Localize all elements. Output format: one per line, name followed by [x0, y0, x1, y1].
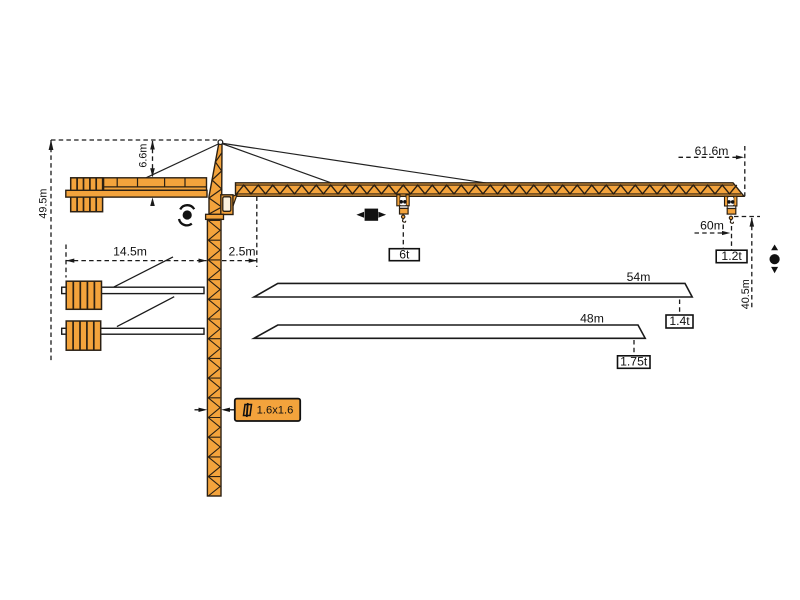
- svg-text:1.75t: 1.75t: [620, 355, 648, 369]
- svg-text:14.5m: 14.5m: [113, 245, 147, 259]
- svg-text:54m: 54m: [627, 270, 651, 284]
- svg-text:61.6m: 61.6m: [695, 144, 729, 158]
- svg-text:6.6m: 6.6m: [138, 144, 150, 168]
- svg-text:48m: 48m: [580, 312, 604, 326]
- svg-text:6t: 6t: [399, 247, 410, 261]
- svg-text:49.5m: 49.5m: [38, 189, 50, 219]
- svg-text:1.4t: 1.4t: [669, 314, 690, 328]
- svg-text:2.5m: 2.5m: [228, 244, 255, 258]
- svg-text:1.6x1.6: 1.6x1.6: [257, 405, 294, 417]
- svg-text:60m: 60m: [700, 219, 724, 233]
- svg-text:1.2t: 1.2t: [721, 249, 742, 263]
- svg-text:40.5m: 40.5m: [740, 279, 752, 309]
